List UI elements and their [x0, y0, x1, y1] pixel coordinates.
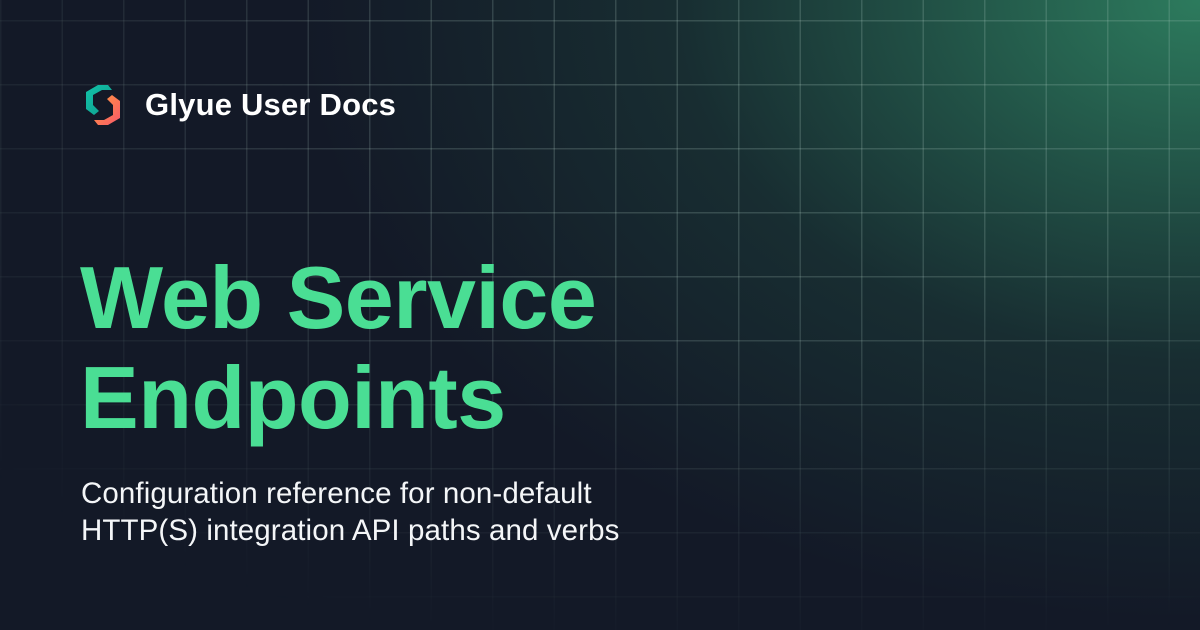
subtitle-line-2: HTTP(S) integration API paths and verbs: [81, 514, 620, 547]
page-subtitle: Configuration reference for non-default …: [81, 475, 619, 549]
hexagon-s-logo-icon: [86, 85, 120, 125]
title-line-1: Web Service: [80, 248, 597, 347]
brand-header: Glyue User Docs: [83, 84, 396, 126]
brand-name: Glyue User Docs: [145, 87, 397, 122]
page-title: Web Service Endpoints: [80, 248, 597, 448]
title-line-2: Endpoints: [80, 348, 506, 447]
subtitle-line-1: Configuration reference for non-default: [81, 477, 592, 510]
